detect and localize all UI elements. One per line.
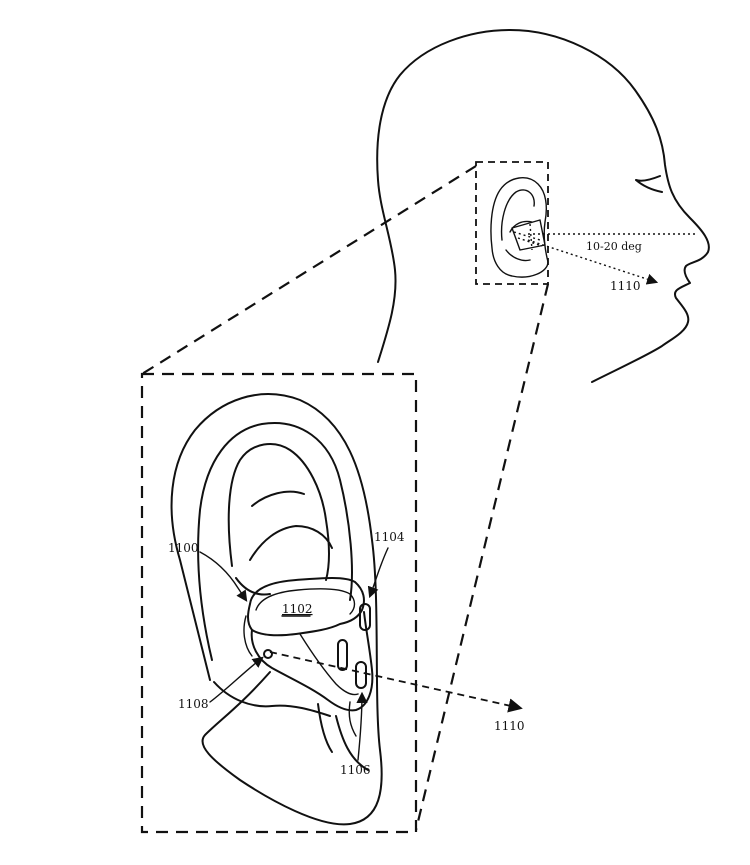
sensor-bottom-leader xyxy=(356,691,368,761)
large-ear xyxy=(170,393,383,826)
port-label: 1108 xyxy=(178,697,209,711)
detail-box-large xyxy=(140,372,418,834)
detail-box-small xyxy=(475,161,549,285)
sensor-top-leader xyxy=(367,547,389,599)
device-leader xyxy=(199,551,248,602)
head-outline xyxy=(376,29,710,383)
eye-mark xyxy=(635,175,663,193)
sensor-top-label: 1104 xyxy=(374,530,405,544)
earbud-device xyxy=(243,577,374,737)
small-ear xyxy=(490,177,549,278)
direction-label-top: 1110 xyxy=(610,279,641,293)
port-circle xyxy=(263,649,273,659)
housing-label: 1102 xyxy=(282,602,313,616)
direction-label-bottom: 1110 xyxy=(494,719,525,733)
small-earbud xyxy=(511,219,546,251)
projection-line-left xyxy=(141,165,477,375)
projection-line-right xyxy=(414,283,550,831)
port-leader xyxy=(209,656,264,703)
angle-label: 10-20 deg xyxy=(586,240,642,253)
direction-line-large xyxy=(269,651,523,713)
device-label: 1100 xyxy=(168,541,199,555)
sensor-bottom-label: 1106 xyxy=(340,763,371,777)
